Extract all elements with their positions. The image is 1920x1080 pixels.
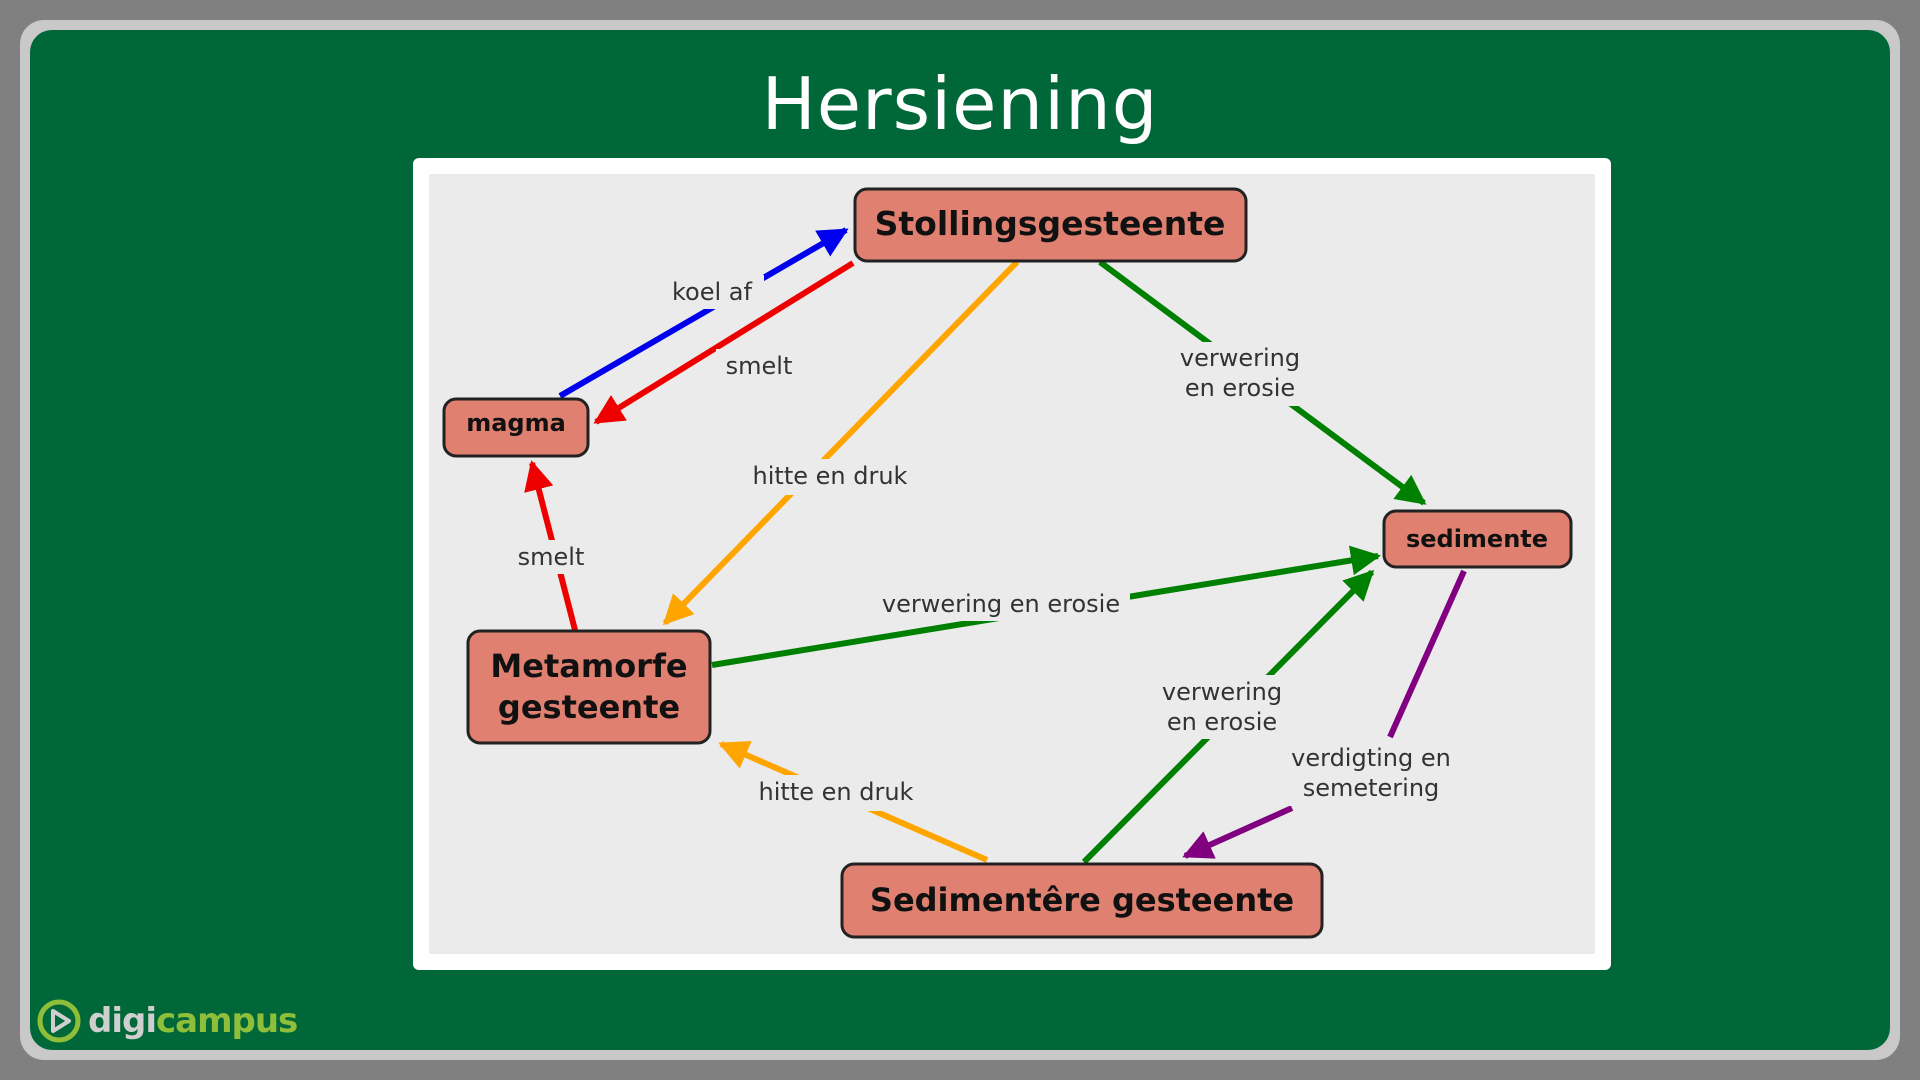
node-sedimentere-label: Sedimentêre gesteente xyxy=(870,881,1294,919)
edge-verdigting-arrow xyxy=(1182,805,1294,859)
slide-title: Hersiening xyxy=(761,62,1159,146)
node-magma-label: magma xyxy=(466,409,566,437)
label-verdigting-2: semetering xyxy=(1303,774,1440,802)
edge-hitte-druk-top xyxy=(662,259,1020,626)
digicampus-logo: digicampus xyxy=(36,996,298,1046)
label-verwering-mid: verwering en erosie xyxy=(882,590,1120,618)
edge-smelt-top xyxy=(593,260,855,425)
label-hitte-druk-bottom: hitte en druk xyxy=(759,778,914,806)
node-sedimente: sedimente xyxy=(1382,509,1573,569)
logo-campus-text: campus xyxy=(155,1001,298,1041)
label-verdigting-1: verdigting en xyxy=(1291,744,1451,772)
node-sedimentere-gesteente: Sedimentêre gesteente xyxy=(840,862,1324,939)
label-smelt-top: smelt xyxy=(726,352,793,380)
label-koel-af: koel af xyxy=(672,278,752,306)
play-circle-icon xyxy=(37,999,81,1043)
label-smelt-left: smelt xyxy=(518,543,585,571)
node-sedimente-label: sedimente xyxy=(1406,525,1548,553)
node-metamorfe-gesteente: Metamorfe gesteente xyxy=(466,629,712,745)
node-stollingsgesteente: Stollingsgesteente xyxy=(853,187,1248,263)
label-verwering-bottom-2: en erosie xyxy=(1167,708,1277,736)
label-verwering-top-2: en erosie xyxy=(1185,374,1295,402)
node-metamorfe-label-2: gesteente xyxy=(498,688,680,726)
node-stollingsgesteente-label: Stollingsgesteente xyxy=(875,204,1226,243)
edge-verdigting xyxy=(1387,569,1467,739)
label-verwering-bottom-1: verwering xyxy=(1162,678,1282,706)
label-hitte-druk-top: hitte en druk xyxy=(753,462,908,490)
logo-digi-text: digi xyxy=(88,1001,157,1041)
label-verwering-top-1: verwering xyxy=(1180,344,1300,372)
edge-koel-af xyxy=(558,227,849,399)
node-magma: magma xyxy=(442,397,590,458)
node-metamorfe-label-1: Metamorfe xyxy=(490,647,687,685)
